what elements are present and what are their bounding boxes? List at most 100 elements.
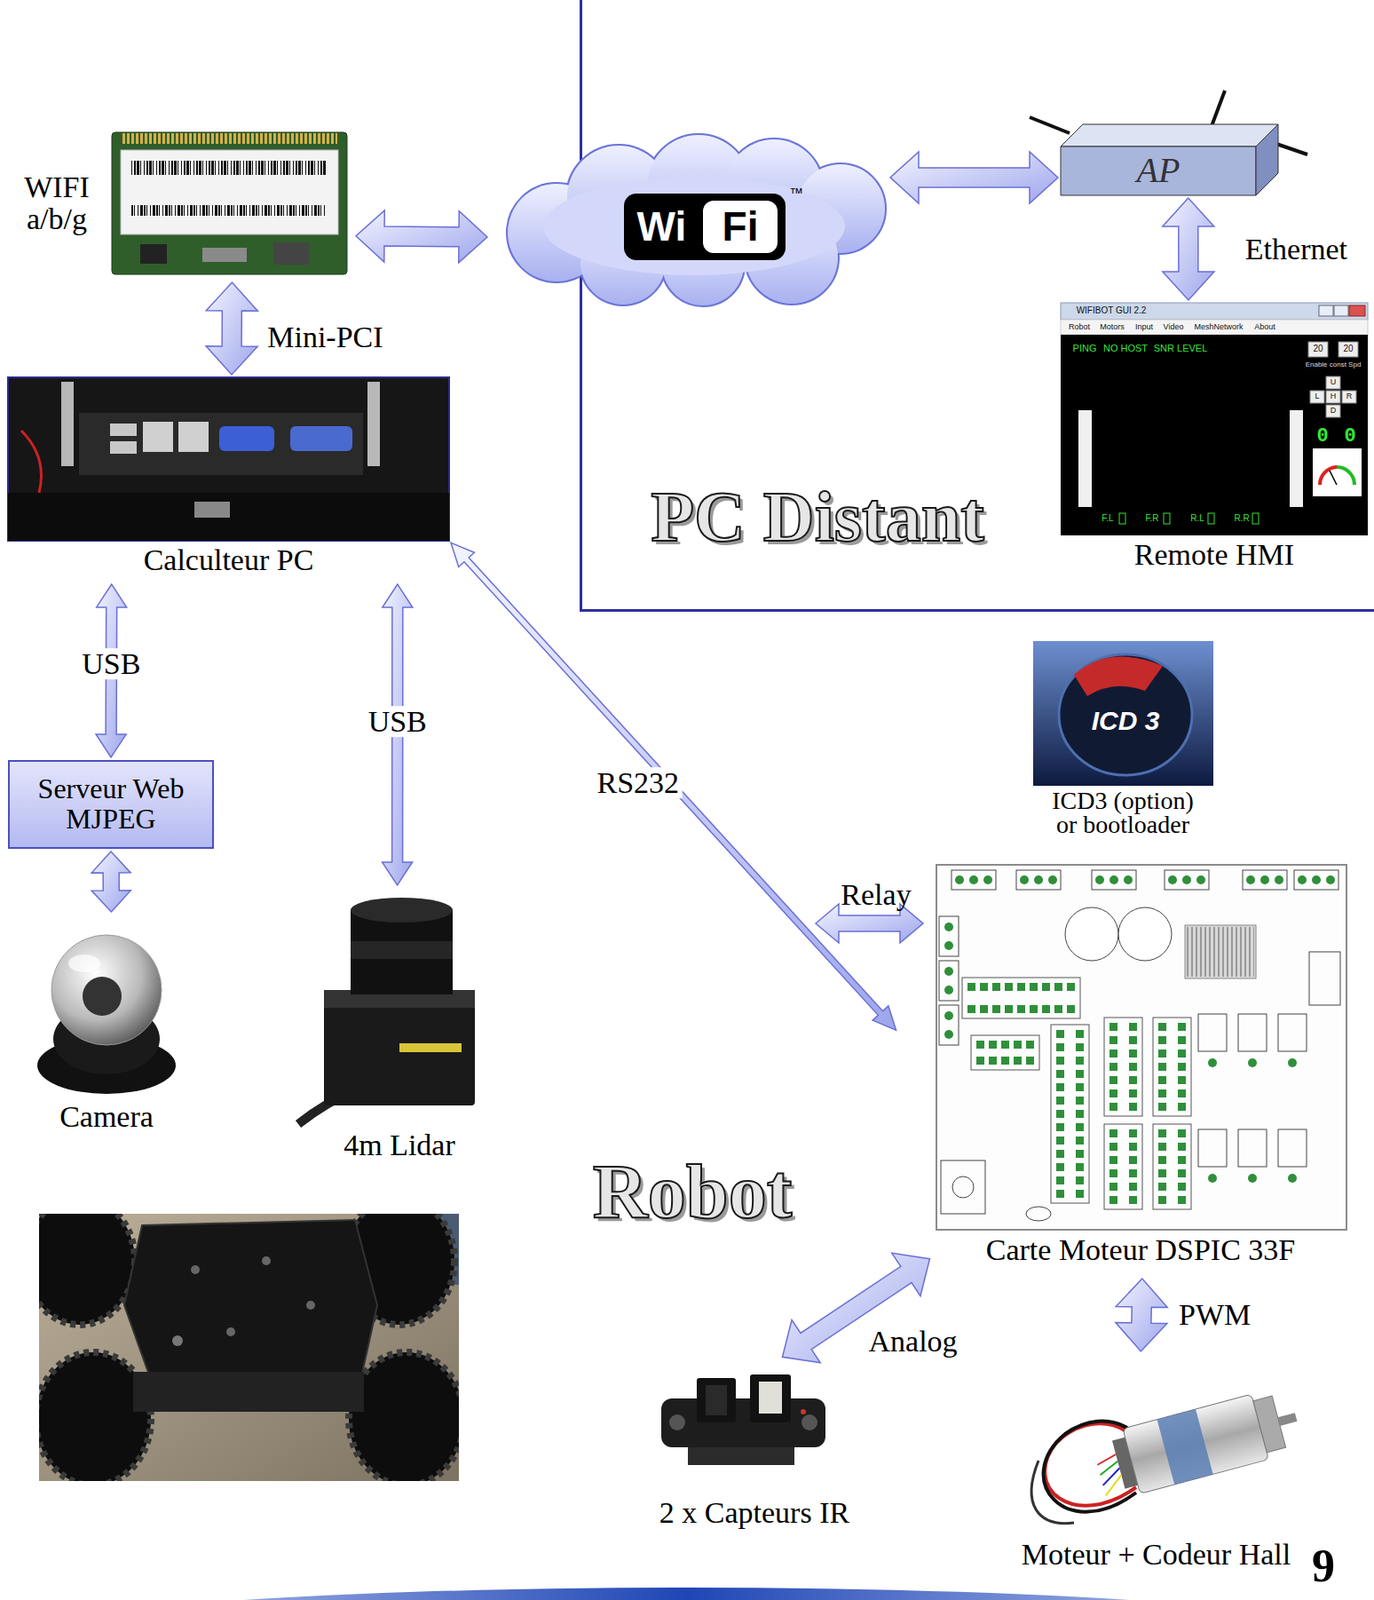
pad — [1075, 1069, 1084, 1078]
motor-wire — [1031, 1460, 1074, 1524]
chip — [140, 244, 167, 264]
pad — [1246, 875, 1256, 885]
pad — [1297, 875, 1307, 885]
pad — [1042, 982, 1051, 991]
pad — [1034, 875, 1043, 885]
close-button — [1349, 305, 1366, 316]
terminal-block — [939, 1004, 959, 1045]
pad — [1247, 1058, 1257, 1067]
pad — [1129, 1062, 1138, 1071]
photo-ground — [1033, 640, 1214, 786]
pad — [1109, 1195, 1118, 1204]
value-box — [1119, 513, 1126, 524]
barcode — [131, 205, 327, 216]
shaft — [1278, 1412, 1298, 1426]
pad — [1177, 1062, 1186, 1071]
connector-arrow — [91, 851, 131, 912]
pad — [1129, 1022, 1138, 1031]
pad — [1177, 1022, 1186, 1031]
node-text: Serveur Web MJPEG — [9, 773, 213, 834]
pad — [1208, 1058, 1217, 1067]
menu-item: MeshNetwork — [1193, 323, 1243, 332]
motor-can — [1122, 1393, 1270, 1493]
pad — [1075, 1189, 1084, 1198]
sensor-text: R.L — [1190, 513, 1205, 524]
chip — [273, 242, 309, 265]
capacitor — [1118, 907, 1172, 961]
gauge-arc — [1336, 466, 1355, 485]
pad — [1274, 875, 1284, 885]
pad — [1109, 1102, 1118, 1111]
pad — [1177, 1155, 1186, 1164]
pad — [944, 922, 954, 932]
pad — [988, 1056, 997, 1065]
pad — [1129, 1142, 1138, 1151]
camera-lens — [82, 976, 122, 1016]
pad — [1048, 875, 1058, 885]
pad — [976, 1056, 985, 1065]
node-text: ™ — [786, 186, 806, 202]
pad — [992, 982, 1001, 991]
pad — [944, 985, 954, 995]
wifi-logo — [623, 193, 786, 261]
lidar-label — [399, 1042, 462, 1052]
ic-outline — [1152, 1123, 1192, 1209]
pad — [1075, 1122, 1084, 1131]
pad — [1182, 875, 1192, 885]
camera-dome — [51, 934, 162, 1045]
lidar-head — [350, 909, 453, 995]
pad — [1109, 1168, 1118, 1177]
gui-button — [1310, 390, 1325, 403]
encoder-wire — [1097, 1460, 1121, 1476]
pad — [1056, 1042, 1065, 1051]
button-text: 20 — [1342, 344, 1353, 355]
mosfet — [1198, 1129, 1227, 1167]
pad — [1075, 1056, 1084, 1065]
pad — [1001, 1056, 1010, 1065]
pad — [1017, 1004, 1026, 1013]
window-button — [1334, 305, 1349, 316]
pad — [1247, 1173, 1257, 1183]
node-text: 4m Lidar — [292, 1129, 506, 1161]
pad — [1109, 1075, 1118, 1084]
antenna — [1211, 90, 1225, 127]
robot-photo — [39, 1213, 459, 1481]
gui-button — [1326, 390, 1341, 403]
pad — [1129, 1182, 1138, 1191]
pad — [944, 1029, 954, 1039]
level-bar — [1289, 410, 1303, 507]
node-text: Fi — [702, 205, 778, 248]
gui-button — [1326, 376, 1341, 389]
ic-outline — [1050, 1024, 1090, 1203]
pad — [976, 1040, 985, 1049]
wifi-logo-inner — [702, 200, 778, 253]
plate-hole — [261, 1255, 271, 1265]
node-text: 2 x Capteurs IR — [625, 1496, 884, 1529]
mosfet — [1278, 1129, 1307, 1167]
pad — [988, 1040, 997, 1049]
node-text: WIFI a/b/g — [7, 171, 107, 235]
mosfet — [1238, 1129, 1267, 1167]
pad — [1177, 1075, 1186, 1084]
mount-hole — [669, 1413, 686, 1430]
motor-board-art — [931, 862, 1350, 1276]
pad — [1004, 1004, 1013, 1013]
button-text: D — [1330, 406, 1337, 415]
pad — [1056, 1189, 1065, 1198]
debugger: ICD3 (option) or bootloader — [1011, 639, 1234, 845]
pad — [1287, 1058, 1297, 1067]
pad — [1129, 1155, 1138, 1164]
pad — [1109, 1089, 1118, 1098]
pad — [1054, 982, 1063, 991]
pad — [1056, 1056, 1065, 1065]
connector-arrow — [450, 542, 897, 1030]
pad — [1158, 1168, 1167, 1177]
pad — [1311, 875, 1321, 885]
pad — [1158, 1155, 1167, 1164]
section-title: Robot — [592, 1151, 793, 1232]
pad — [1129, 1168, 1138, 1177]
connector — [1309, 951, 1341, 1005]
page-number: 9 — [1311, 1541, 1335, 1591]
pad — [1177, 1049, 1186, 1058]
chassis-body — [133, 1371, 364, 1412]
